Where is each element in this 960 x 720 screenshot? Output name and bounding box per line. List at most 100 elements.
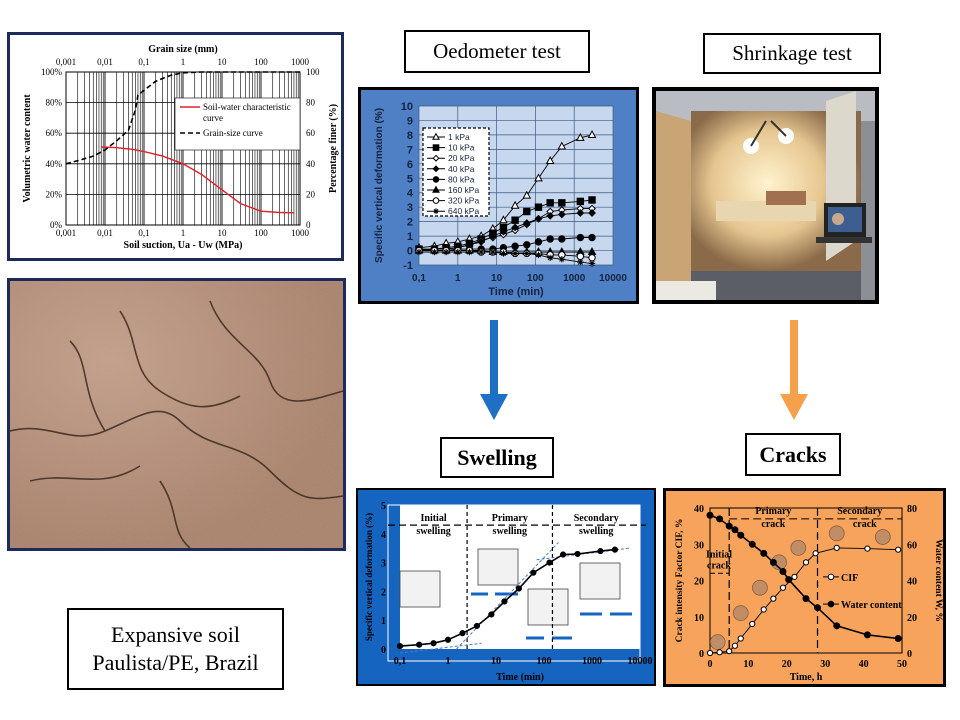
- y2-tick-label: 40: [306, 159, 316, 169]
- data-point: [534, 214, 543, 223]
- soil-ped-schematic: [527, 588, 569, 626]
- phase-label: Secondary: [837, 506, 882, 517]
- phase-label: Initial: [420, 513, 446, 524]
- data-point: [477, 237, 486, 246]
- soil-label-line1: Expansive soil: [111, 622, 240, 647]
- legend-label-swcc: Soil-water characteristic: [203, 102, 291, 112]
- y2-tick-label: 20: [907, 613, 917, 624]
- data-point: [432, 185, 440, 193]
- y2-tick-label: 60: [306, 128, 316, 138]
- oedometer-test-label: Oedometer test: [404, 30, 590, 73]
- data-point: [534, 173, 543, 182]
- data-point: [432, 176, 440, 183]
- y-tick-label: 100%: [41, 67, 63, 77]
- crack-sample-image: [790, 540, 807, 556]
- y-tick-label: 1: [407, 231, 413, 243]
- y-axis-title: Specific vertical deformation (%): [364, 513, 374, 641]
- y-tick-label: 8: [407, 130, 413, 142]
- x2-tick-label: 0,1: [138, 57, 149, 67]
- data-point: [432, 165, 440, 173]
- y-tick-label: 1: [381, 616, 386, 627]
- phase-label: swelling: [493, 526, 527, 537]
- data-point: [731, 526, 739, 534]
- y2-tick-label: 0: [907, 649, 912, 660]
- swcc-chart: 0%020%2040%4060%6080%80100%1000,0010,001…: [22, 44, 339, 251]
- data-point: [510, 200, 520, 209]
- data-point: [726, 648, 733, 655]
- data-point: [779, 567, 787, 575]
- x2-axis-title: Grain size (mm): [148, 44, 217, 55]
- series-water-content: [706, 511, 902, 642]
- data-point: [415, 248, 423, 256]
- y-tick-label: 5: [381, 501, 386, 512]
- data-point: [530, 569, 537, 576]
- x-tick-label: 0,001: [56, 228, 76, 238]
- y-tick-label: 40: [694, 504, 704, 515]
- y2-axis-title: Percentage finer (%): [328, 104, 339, 193]
- data-point: [574, 550, 581, 558]
- data-point: [432, 154, 440, 162]
- blue-down-arrow-icon: [480, 320, 508, 420]
- data-point: [827, 573, 835, 581]
- y-tick-label: 4: [407, 188, 414, 200]
- y-axis-title: Specific vertical deformation (%): [374, 108, 385, 263]
- series-640-kPa: [415, 248, 596, 267]
- data-point: [442, 248, 450, 256]
- x-tick-label: 1: [181, 228, 186, 238]
- x2-tick-label: 0,01: [97, 57, 113, 67]
- data-point: [802, 595, 810, 603]
- y2-tick-label: 60: [907, 540, 917, 551]
- data-point: [546, 211, 555, 220]
- y-axis-title: Crack intensity Factor CIF, %: [675, 519, 685, 643]
- y-tick-label: 0: [699, 649, 704, 660]
- data-point: [814, 604, 822, 612]
- soil-ped-schematic: [399, 570, 441, 608]
- data-point: [431, 248, 438, 256]
- y-tick-label: 0: [407, 246, 413, 258]
- crack-sample-image: [828, 525, 845, 542]
- data-point: [523, 241, 531, 249]
- x-tick-label: 0: [708, 659, 713, 670]
- data-point: [546, 254, 554, 261]
- legend-label: Water content: [841, 600, 902, 611]
- phase-label: Primary: [492, 513, 528, 524]
- x2-tick-label: 10: [218, 57, 228, 67]
- data-point: [416, 641, 423, 648]
- y-tick-label: 3: [381, 559, 386, 570]
- data-point: [706, 511, 714, 519]
- x2-tick-label: 1: [181, 57, 186, 67]
- y-tick-label: 0: [381, 645, 386, 656]
- x-tick-label: 0,1: [138, 228, 149, 238]
- x-tick-label: 0,01: [97, 228, 113, 238]
- y-tick-label: 60%: [46, 128, 63, 138]
- phase-label: swelling: [579, 526, 613, 537]
- x-tick-label: 10: [491, 656, 501, 667]
- data-point: [522, 190, 532, 199]
- y2-tick-label: 20: [306, 189, 316, 199]
- data-point: [522, 219, 531, 227]
- data-point: [523, 250, 530, 257]
- legend-label: CIF: [841, 573, 858, 584]
- data-point: [558, 256, 566, 263]
- data-point: [716, 649, 723, 656]
- data-point: [588, 209, 596, 217]
- data-point: [575, 132, 585, 141]
- y-tick-label: 6: [407, 159, 413, 171]
- x-tick-label: 100: [537, 656, 552, 667]
- data-point: [802, 559, 810, 566]
- cracks-label: Cracks: [745, 433, 841, 476]
- y-tick-label: 3: [407, 202, 413, 214]
- x-axis-title: Time (min): [496, 672, 544, 683]
- legend-label: 20 kPa: [448, 153, 475, 163]
- soil-location-label: Expansive soil Paulista/PE, Brazil: [67, 608, 284, 690]
- legend: CIF Water content: [823, 573, 902, 611]
- orange-down-arrow-icon: [780, 320, 808, 420]
- data-point: [560, 551, 567, 558]
- y-tick-label: 4: [381, 530, 386, 541]
- data-point: [576, 209, 585, 217]
